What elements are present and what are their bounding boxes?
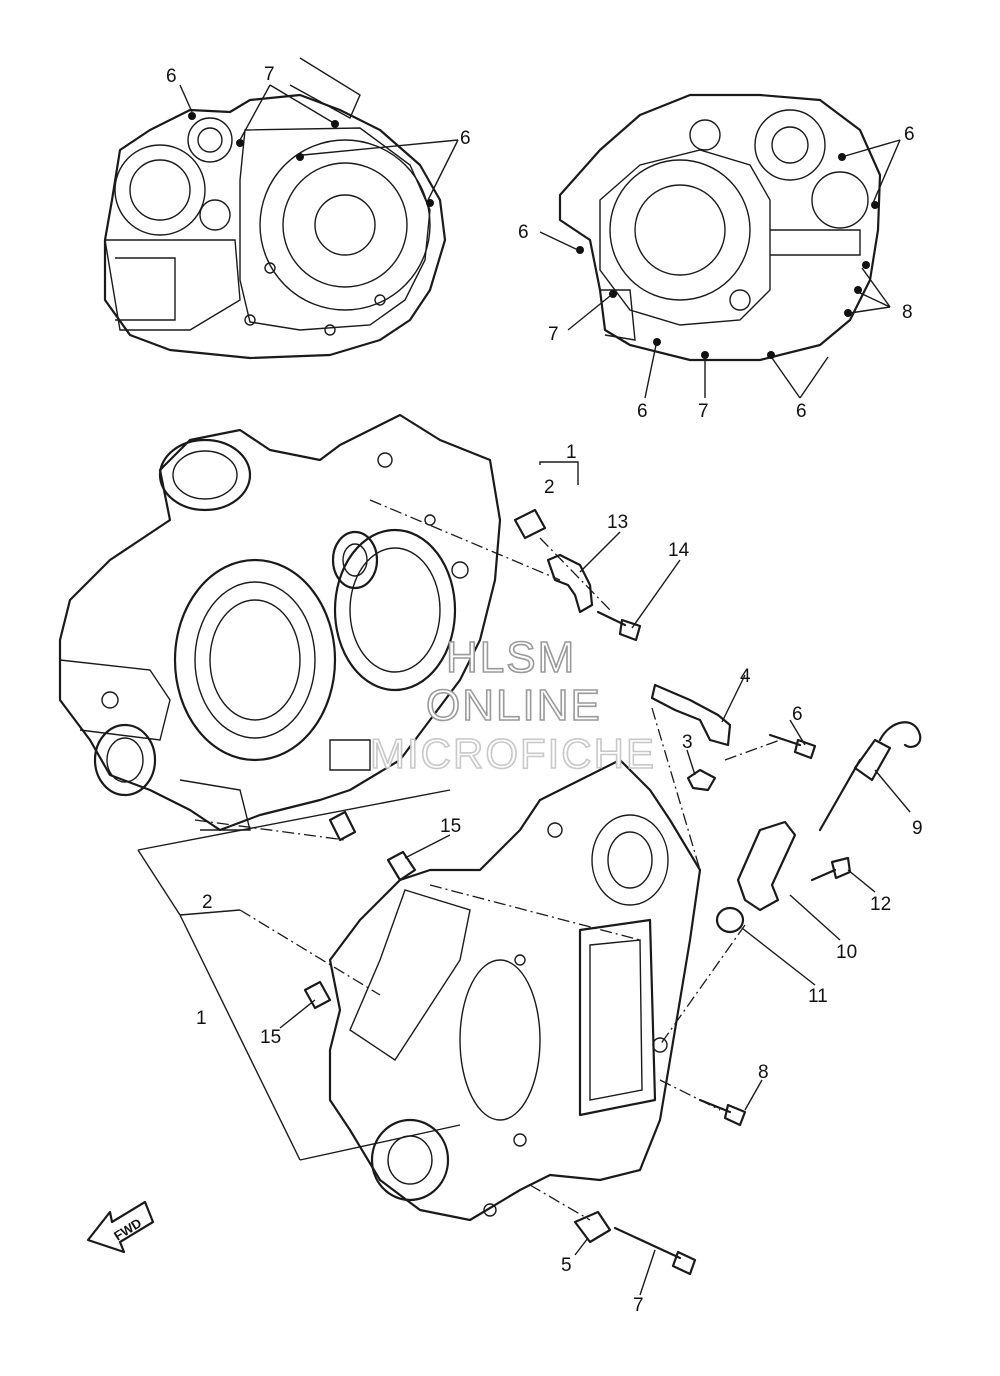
callout-6: 6	[518, 222, 529, 243]
callout-9: 9	[912, 818, 923, 839]
callout-7: 7	[548, 324, 559, 345]
fwd-arrow: FWD	[86, 1200, 155, 1254]
o-ring-11	[715, 906, 745, 934]
top-left-crankcase-view	[103, 57, 447, 360]
callout-6: 6	[166, 66, 177, 87]
callout-1: 1	[566, 442, 577, 463]
dowel-15-top	[386, 850, 417, 882]
dowel-15-lower	[303, 980, 332, 1010]
oil-pipe-10	[736, 820, 797, 912]
callout-7: 7	[698, 401, 709, 422]
top-right-crankcase-view	[558, 93, 882, 362]
callout-labels: 6 7 6 6 6 7 8 6 7 6 1 2 13 14 4 6 3 9 15…	[166, 64, 923, 1316]
bracket-5	[573, 1210, 612, 1244]
leader-lines	[179, 84, 911, 1296]
callout-2: 2	[544, 477, 555, 498]
assembly-lines	[194, 499, 781, 1221]
callout-14: 14	[668, 540, 690, 561]
callout-13: 13	[607, 512, 628, 533]
callout-7: 7	[633, 1295, 644, 1316]
bolt-12	[810, 856, 852, 882]
bracket-13	[546, 553, 594, 614]
watermark-line-2: ONLINE	[426, 681, 602, 730]
dowel-pin-2-lower	[328, 810, 357, 842]
right-crankcase-half	[328, 758, 702, 1222]
callout-15: 15	[260, 1027, 281, 1048]
callout-5: 5	[561, 1255, 572, 1276]
callout-1: 1	[196, 1008, 207, 1029]
callout-6: 6	[904, 124, 915, 145]
watermark-line-3: MICROFICHE	[370, 730, 656, 777]
callout-2: 2	[202, 892, 213, 913]
callout-6: 6	[792, 704, 803, 725]
dowel-3	[686, 768, 717, 792]
callout-11: 11	[808, 986, 828, 1007]
callout-12: 12	[870, 894, 891, 915]
callout-6: 6	[796, 401, 807, 422]
dowel-pin-2-top	[513, 508, 547, 540]
callout-15: 15	[440, 816, 461, 837]
callout-6: 6	[637, 401, 648, 422]
callout-3: 3	[682, 732, 693, 753]
callout-4: 4	[740, 666, 751, 687]
callout-10: 10	[836, 942, 857, 963]
callout-8: 8	[902, 302, 913, 323]
dipstick-9	[818, 721, 922, 832]
bolt-7	[613, 1226, 697, 1276]
watermark-line-1: HLSM	[446, 633, 576, 682]
callout-6: 6	[460, 128, 471, 149]
callout-8: 8	[758, 1062, 769, 1083]
bolt-6	[768, 733, 817, 760]
left-crankcase-half	[58, 413, 502, 832]
callout-7: 7	[264, 64, 275, 85]
watermark: HLSM ONLINE MICROFICHE	[369, 632, 656, 778]
group-brackets	[137, 461, 579, 1161]
guide-4	[650, 683, 732, 747]
